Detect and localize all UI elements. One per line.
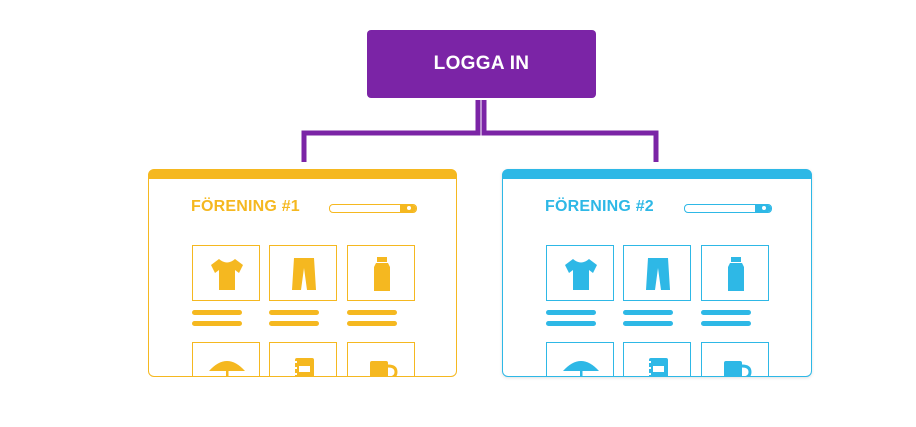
name-bar [701, 321, 751, 326]
site-title-1: FÖRENING #1 [191, 198, 300, 215]
site-title-2: FÖRENING #2 [545, 198, 654, 215]
price-bar [701, 310, 751, 315]
product-mug[interactable] [347, 342, 415, 376]
product-umbrella[interactable] [192, 342, 260, 376]
search-field-2[interactable] [684, 204, 772, 213]
product-mug[interactable] [701, 342, 769, 376]
price-bar [192, 310, 242, 315]
site-window-1: FÖRENING #1 [148, 169, 457, 377]
login-label: LOGGA IN [433, 53, 530, 74]
product-pants[interactable] [623, 245, 691, 301]
product-tshirt[interactable] [192, 245, 260, 301]
bottle-icon [374, 257, 390, 291]
name-bar [546, 321, 596, 326]
product-bottle[interactable] [347, 245, 415, 301]
product-tshirt[interactable] [546, 245, 614, 301]
search-icon [762, 206, 766, 210]
search-field-1[interactable] [329, 204, 417, 213]
product-notebook[interactable] [623, 342, 691, 376]
search-button-1[interactable] [400, 205, 416, 212]
connector-right [481, 100, 659, 162]
mug-icon [370, 361, 398, 376]
product-notebook[interactable] [269, 342, 337, 376]
name-bar [269, 321, 319, 326]
price-bar [269, 310, 319, 315]
login-button[interactable]: LOGGA IN [367, 30, 596, 98]
search-button-2[interactable] [755, 205, 771, 212]
notebook-icon [293, 358, 314, 376]
notebook-icon [647, 358, 668, 376]
umbrella-icon [209, 361, 245, 376]
connector-left [301, 100, 481, 162]
bottle-icon [728, 257, 744, 291]
product-bottle[interactable] [701, 245, 769, 301]
tshirt-icon [211, 259, 243, 290]
name-bar [192, 321, 242, 326]
pants-icon [292, 258, 316, 290]
product-umbrella[interactable] [546, 342, 614, 376]
product-pants[interactable] [269, 245, 337, 301]
mug-icon [724, 361, 752, 376]
umbrella-icon [563, 361, 599, 376]
tshirt-icon [565, 259, 597, 290]
price-bar [347, 310, 397, 315]
price-bar [546, 310, 596, 315]
site-window-2: FÖRENING #2 [502, 169, 812, 377]
name-bar [623, 321, 673, 326]
price-bar [623, 310, 673, 315]
pants-icon [646, 258, 670, 290]
name-bar [347, 321, 397, 326]
search-icon [407, 206, 411, 210]
